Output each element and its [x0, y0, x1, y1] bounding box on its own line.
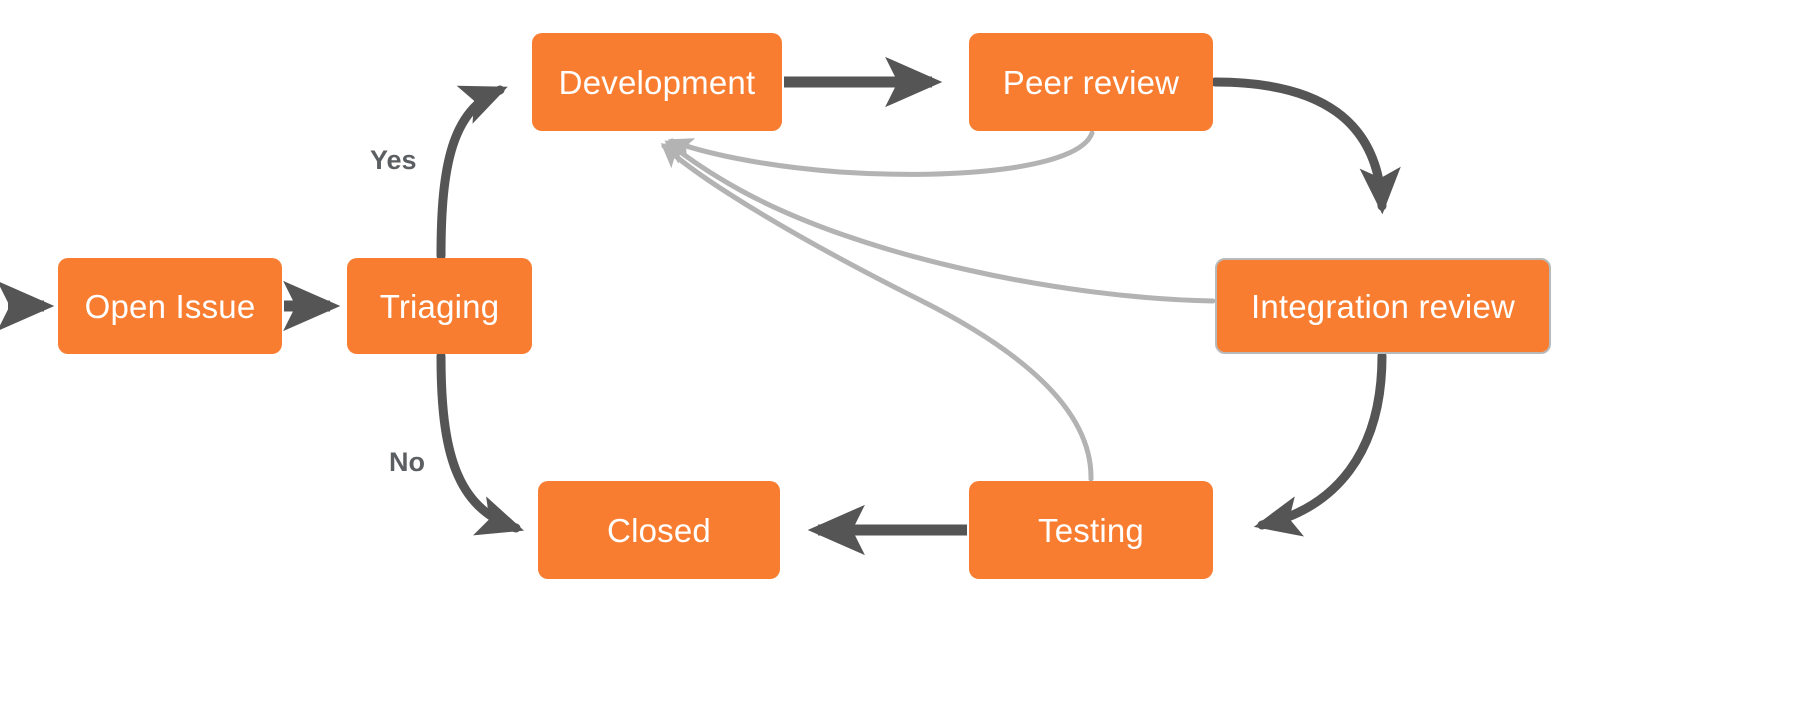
node-closed[interactable]: Closed [538, 481, 780, 579]
edge-peer-review-to-integration [1210, 77, 1401, 215]
node-label: Integration review [1250, 287, 1516, 325]
node-development[interactable]: Development [532, 33, 782, 131]
node-peer-review[interactable]: Peer review [969, 33, 1213, 131]
edge-integration-to-testing [1253, 351, 1387, 537]
edge-testing-to-development [660, 142, 1094, 482]
node-label: Open Issue [84, 287, 256, 325]
node-label: Testing [1038, 511, 1144, 549]
edge-triaging-to-development [436, 85, 508, 261]
edge-integration-to-development [664, 140, 1216, 304]
node-open-issue[interactable]: Open Issue [58, 258, 282, 354]
node-testing[interactable]: Testing [969, 481, 1213, 579]
node-triaging[interactable]: Triaging [347, 258, 532, 354]
node-label: Closed [607, 511, 711, 549]
edge-triaging-to-closed [436, 351, 524, 536]
node-integration-review[interactable]: Integration review [1215, 258, 1551, 354]
edge-label-no: No [389, 447, 425, 477]
edge-peer-review-to-development [667, 130, 1095, 177]
node-label: Development [558, 63, 756, 101]
edge-label-yes: Yes [370, 145, 417, 175]
node-label: Peer review [1002, 63, 1180, 101]
node-label: Triaging [379, 287, 500, 325]
